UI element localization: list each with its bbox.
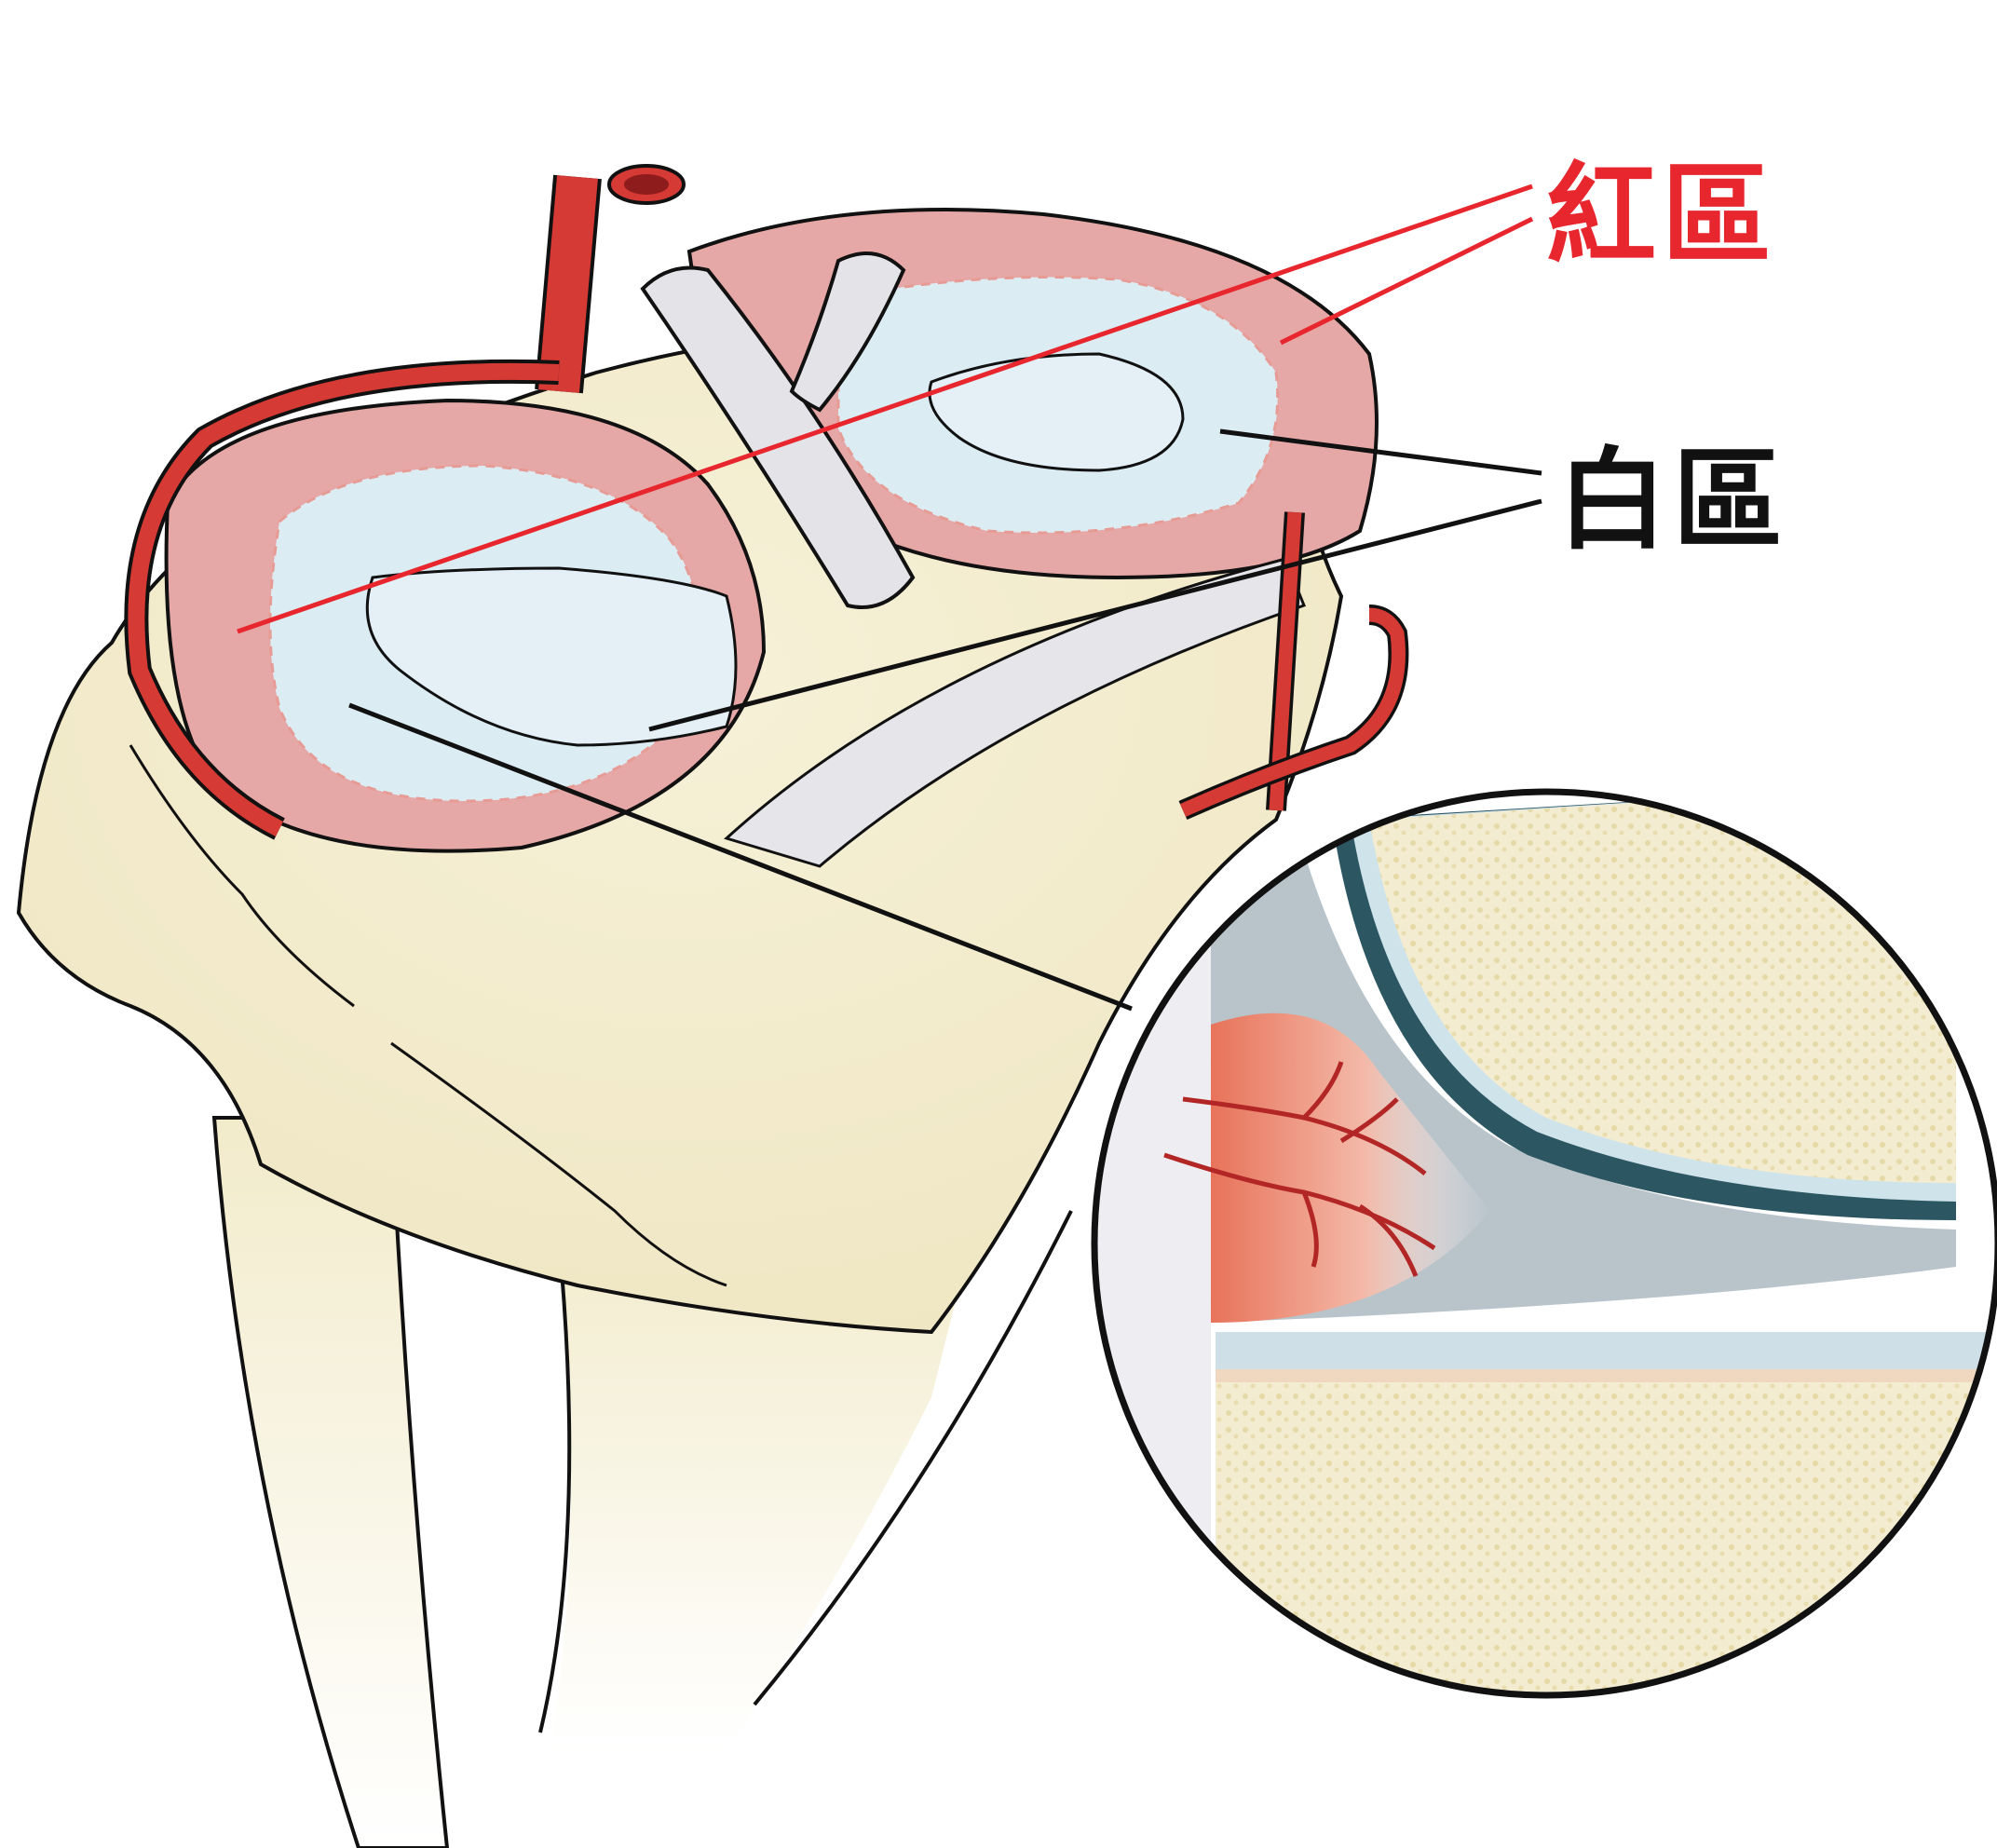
- cross-section-inset: [1088, 785, 1997, 1702]
- white-zone-leaders: [348, 428, 1542, 1012]
- cruciate-ligaments: [640, 251, 1306, 868]
- white-zone-label: 白區: [1557, 436, 1789, 564]
- arteries: [124, 164, 1409, 840]
- blood-vessel-branches: [1163, 1061, 1436, 1277]
- red-zone-leaders: [237, 183, 1534, 634]
- red-zone-label: 紅區: [1546, 151, 1778, 279]
- tibia-shaft: [211, 1116, 1073, 1848]
